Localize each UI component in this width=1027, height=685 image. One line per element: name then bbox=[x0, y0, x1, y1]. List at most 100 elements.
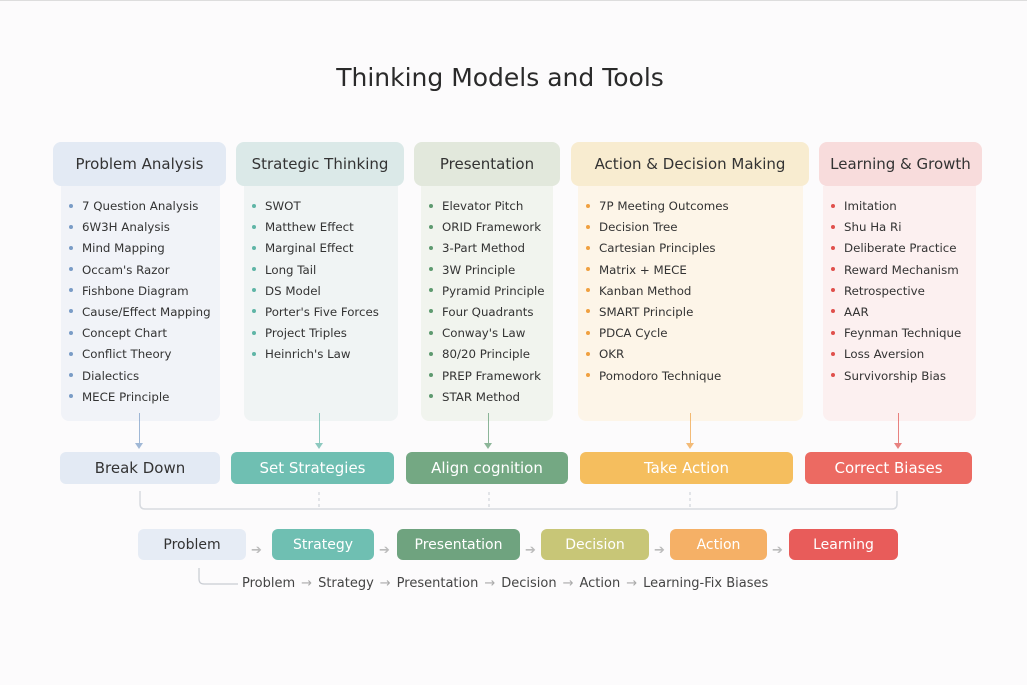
list-item-label: OKR bbox=[599, 347, 625, 362]
bullet-icon bbox=[429, 267, 433, 272]
list-item: Concept Chart bbox=[69, 325, 220, 346]
arrow-right-icon: → bbox=[379, 576, 391, 591]
flow-step: Action bbox=[670, 529, 767, 560]
list-item: Conway's Law bbox=[429, 325, 553, 346]
column-header: Action & Decision Making bbox=[571, 142, 809, 186]
list-item: Pomodoro Technique bbox=[586, 368, 803, 389]
bullet-icon bbox=[429, 309, 433, 314]
page-title: Thinking Models and Tools bbox=[336, 63, 664, 92]
list-item-label: Cartesian Principles bbox=[599, 241, 716, 256]
bullet-icon bbox=[69, 288, 73, 293]
arrow-down-icon bbox=[315, 413, 323, 449]
bullet-icon bbox=[429, 245, 433, 250]
bullet-icon bbox=[429, 351, 433, 356]
list-item: Cartesian Principles bbox=[586, 240, 803, 261]
list-item-label: Marginal Effect bbox=[265, 241, 354, 256]
list-item-label: Reward Mechanism bbox=[844, 262, 959, 277]
list-item-label: Imitation bbox=[844, 199, 897, 213]
bullet-icon bbox=[429, 203, 433, 208]
list-item: Project Triples bbox=[252, 325, 398, 346]
arrow-right-icon: ➔ bbox=[654, 543, 665, 558]
list-item: PREP Framework bbox=[429, 368, 553, 389]
arrow-right-icon: ➔ bbox=[379, 543, 390, 558]
column-header: Problem Analysis bbox=[53, 142, 226, 186]
bullet-icon bbox=[69, 330, 73, 335]
list-item: 80/20 Principle bbox=[429, 346, 553, 367]
list-item: MECE Principle bbox=[69, 389, 220, 410]
list-item-label: Dialectics bbox=[82, 368, 140, 383]
list-item: Elevator Pitch bbox=[429, 198, 553, 219]
bullet-icon bbox=[429, 373, 433, 377]
list-item-label: Survivorship Bias bbox=[844, 368, 947, 383]
sequence-step: Problem bbox=[242, 576, 296, 591]
bullet-icon bbox=[252, 203, 256, 208]
list-item-label: Pyramid Principle bbox=[442, 283, 545, 298]
arrow-right-icon: → bbox=[562, 576, 574, 591]
arrow-right-icon: ➔ bbox=[772, 543, 783, 558]
arrow-right-icon: → bbox=[301, 576, 313, 591]
list-item-label: ORID Framework bbox=[442, 220, 542, 235]
list-item-label: 3W Principle bbox=[442, 262, 516, 277]
list-item: Porter's Five Forces bbox=[252, 304, 398, 325]
list-item-label: Shu Ha Ri bbox=[844, 220, 902, 235]
list-item: Occam's Razor bbox=[69, 262, 220, 283]
list-item: SWOT bbox=[252, 198, 398, 219]
list-item-label: Kanban Method bbox=[599, 283, 692, 298]
sequence-step: Learning-Fix Biases bbox=[643, 576, 769, 591]
list-item-label: Project Triples bbox=[265, 326, 347, 341]
sequence-line: Problem→Strategy→Presentation→Decision→A… bbox=[242, 576, 768, 591]
list-item: 3W Principle bbox=[429, 262, 553, 283]
bullet-icon bbox=[586, 245, 590, 250]
bullet-icon bbox=[69, 351, 73, 356]
list-item: SMART Principle bbox=[586, 304, 803, 325]
action-box: Correct Biases bbox=[805, 452, 972, 484]
list-item-label: PREP Framework bbox=[442, 368, 541, 383]
column-header: Presentation bbox=[414, 142, 560, 186]
list-item-label: Fishbone Diagram bbox=[82, 283, 189, 298]
list-item: Reward Mechanism bbox=[831, 262, 976, 283]
list-item-label: Retrospective bbox=[844, 283, 925, 298]
list-item: 3-Part Method bbox=[429, 240, 553, 261]
list-item: STAR Method bbox=[429, 389, 553, 410]
bullet-icon bbox=[831, 245, 835, 250]
bullet-icon bbox=[69, 267, 73, 272]
column-header: Learning & Growth bbox=[819, 142, 982, 186]
arrow-down-icon bbox=[894, 413, 902, 449]
list-item-label: Conway's Law bbox=[442, 326, 526, 341]
bullet-icon bbox=[69, 394, 73, 399]
bullet-icon bbox=[586, 309, 590, 314]
list-item: OKR bbox=[586, 346, 803, 367]
list-item: Feynman Technique bbox=[831, 325, 976, 346]
list-item: 6W3H Analysis bbox=[69, 219, 220, 240]
list-item: Survivorship Bias bbox=[831, 368, 976, 389]
flow-step: Strategy bbox=[272, 529, 374, 560]
list-item: Shu Ha Ri bbox=[831, 219, 976, 240]
bullet-icon bbox=[586, 224, 590, 229]
bullet-icon bbox=[429, 394, 433, 399]
sequence-step: Action bbox=[579, 576, 621, 591]
arrow-down-icon bbox=[135, 413, 143, 449]
list-item: AAR bbox=[831, 304, 976, 325]
flow-step: Problem bbox=[138, 529, 246, 560]
list-item: Fishbone Diagram bbox=[69, 283, 220, 304]
bullet-icon bbox=[69, 224, 73, 229]
column-header: Strategic Thinking bbox=[236, 142, 404, 186]
bullet-icon bbox=[252, 351, 256, 356]
list-item-label: Cause/Effect Mapping bbox=[82, 304, 211, 319]
bullet-icon bbox=[252, 309, 256, 314]
arrow-right-icon: ➔ bbox=[525, 543, 536, 558]
bullet-icon bbox=[831, 351, 835, 356]
list-item-label: Occam's Razor bbox=[82, 262, 170, 277]
list-item-label: 3-Part Method bbox=[442, 241, 526, 256]
list-item: Conflict Theory bbox=[69, 346, 220, 367]
list-item: DS Model bbox=[252, 283, 398, 304]
list-item-label: AAR bbox=[844, 304, 869, 319]
list-item: Retrospective bbox=[831, 283, 976, 304]
bullet-icon bbox=[831, 288, 835, 293]
list-item-label: Long Tail bbox=[265, 262, 317, 277]
bullet-icon bbox=[586, 351, 590, 356]
list-item: Decision Tree bbox=[586, 219, 803, 240]
